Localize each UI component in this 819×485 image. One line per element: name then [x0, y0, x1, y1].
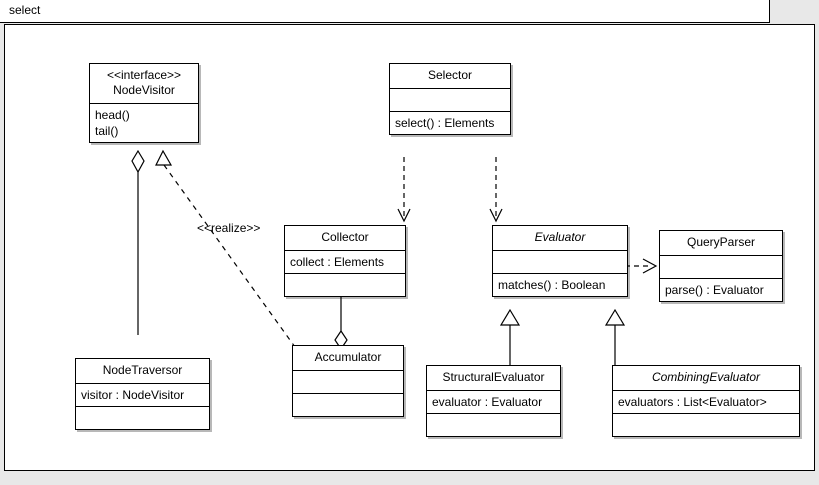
attribute-evaluator: evaluator : Evaluator — [432, 395, 543, 409]
attribute-visitor: visitor : NodeVisitor — [81, 388, 185, 402]
operation-parse: parse() : Evaluator — [665, 283, 764, 297]
operations-compartment-query-parser: parse() : Evaluator — [660, 278, 782, 301]
operations-compartment-accumulator — [293, 393, 403, 416]
operations-compartment-node-traversor — [76, 406, 209, 429]
attributes-compartment-combining-evaluator: evaluators : List<Evaluator> — [613, 390, 799, 413]
operation-tail: tail() — [95, 124, 119, 138]
class-name-combining-evaluator: CombiningEvaluator — [651, 370, 761, 384]
class-title: NodeVisitor — [113, 83, 175, 97]
class-name-collector: Collector — [321, 230, 369, 244]
window-titlebar: select — [0, 0, 819, 24]
edge-selector-evaluator — [489, 157, 503, 223]
edge-collector-accumulator — [334, 297, 348, 351]
operation-matches: matches() : Boolean — [498, 278, 606, 292]
uml-class-combining-evaluator[interactable]: CombiningEvaluator evaluators : List<Eva… — [612, 365, 800, 437]
class-name-structural-evaluator: StructuralEvaluator — [442, 370, 545, 384]
attributes-compartment-evaluator — [493, 250, 627, 273]
edge-nodevisitor-nodetraversor — [131, 149, 145, 335]
operations-compartment-combining-evaluator — [613, 413, 799, 436]
operations-compartment-collector — [285, 273, 405, 296]
uml-class-collector[interactable]: Collector collect : Elements — [284, 225, 406, 297]
class-name-node-traversor: NodeTraversor — [102, 363, 183, 377]
attribute-evaluators: evaluators : List<Evaluator> — [618, 395, 767, 409]
diagram-tab[interactable]: select — [0, 0, 770, 23]
diagram-tab-label: select — [9, 3, 41, 17]
uml-class-selector[interactable]: Selector select() : Elements — [389, 63, 511, 135]
attribute-collect: collect : Elements — [290, 255, 385, 269]
operations-compartment-node-visitor: head() tail() — [90, 103, 198, 142]
edge-combining-evaluator-generalization — [604, 308, 626, 365]
operations-compartment-structural-evaluator — [427, 413, 560, 436]
attributes-compartment-accumulator — [293, 370, 403, 393]
diagram-canvas[interactable]: <<interface>> NodeVisitor head() tail() … — [4, 24, 815, 471]
uml-class-structural-evaluator[interactable]: StructuralEvaluator evaluator : Evaluato… — [426, 365, 561, 437]
uml-class-accumulator[interactable]: Accumulator — [292, 345, 404, 417]
operations-compartment-evaluator: matches() : Boolean — [493, 273, 627, 296]
class-name-node-visitor: <<interface>> NodeVisitor — [90, 64, 198, 103]
operation-head: head() — [95, 108, 130, 122]
edge-selector-collector — [397, 157, 411, 223]
edge-evaluator-queryparser — [625, 258, 658, 274]
edge-structural-evaluator-generalization — [499, 308, 521, 365]
uml-class-evaluator[interactable]: Evaluator matches() : Boolean — [492, 225, 628, 297]
class-name-evaluator: Evaluator — [534, 230, 586, 244]
edge-accumulator-nodevisitor-realize — [155, 149, 296, 348]
attributes-compartment-collector: collect : Elements — [285, 250, 405, 273]
stereotype-interface: <<interface>> — [106, 68, 182, 82]
edge-label-realize: <<realize>> — [197, 221, 261, 235]
class-name-selector: Selector — [427, 68, 473, 82]
class-name-query-parser: QueryParser — [686, 235, 756, 249]
attributes-compartment-structural-evaluator: evaluator : Evaluator — [427, 390, 560, 413]
uml-class-node-traversor[interactable]: NodeTraversor visitor : NodeVisitor — [75, 358, 210, 430]
class-name-accumulator: Accumulator — [314, 350, 382, 364]
operations-compartment-selector: select() : Elements — [390, 111, 510, 134]
operation-select: select() : Elements — [395, 116, 495, 130]
attributes-compartment-node-traversor: visitor : NodeVisitor — [76, 383, 209, 406]
attributes-compartment-query-parser — [660, 255, 782, 278]
attributes-compartment-selector — [390, 88, 510, 111]
uml-class-node-visitor[interactable]: <<interface>> NodeVisitor head() tail() — [89, 63, 199, 143]
uml-class-query-parser[interactable]: QueryParser parse() : Evaluator — [659, 230, 783, 302]
